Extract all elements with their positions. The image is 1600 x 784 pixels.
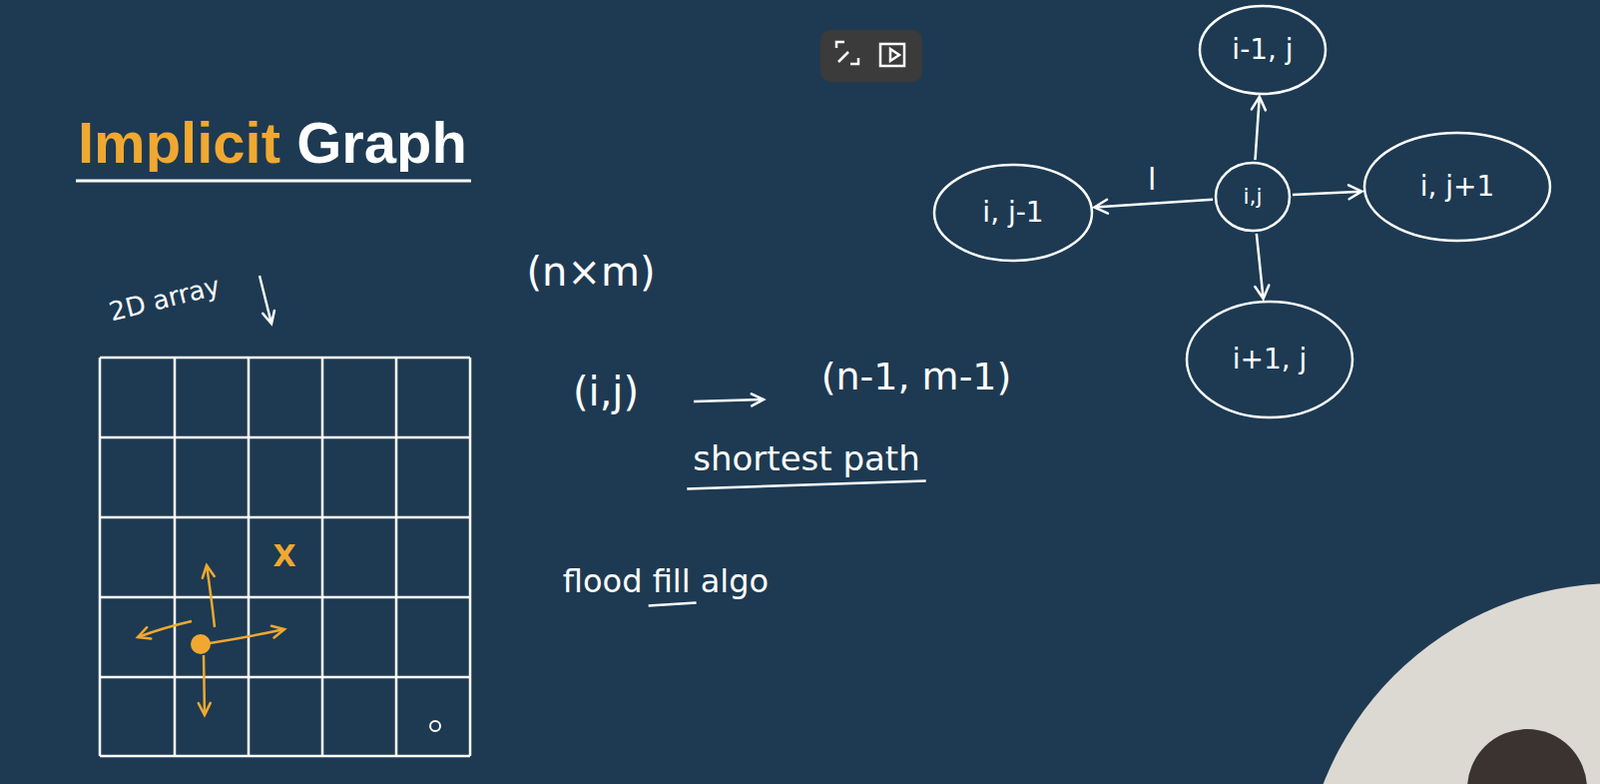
graph-node-ellipse: i+1, j [1184,299,1355,420]
graph-edge-arrow [1256,233,1264,299]
ellipse-shape [934,164,1092,261]
ellipse-shape [1186,301,1353,418]
current-cell-dot [190,633,211,654]
graph-edge-arrow [1094,199,1214,208]
move-arrow [209,628,285,643]
graph-edge-arrow [1292,191,1362,195]
arrow [693,399,764,402]
node-text-wrap: i-1, j [1231,33,1293,66]
down-arrow [259,275,272,324]
handwritten-note: shortest path [692,439,920,479]
underline [686,481,926,490]
node-text-wrap: i, j-1 [982,196,1044,229]
move-arrow [206,564,215,627]
node-label: i, j-1 [982,196,1044,229]
blocked-cell-mark: X [272,538,296,574]
webcam-figure [1467,728,1588,784]
coordinate-note: (n-1, m-1) [821,355,1013,400]
video-controls [820,29,923,82]
ellipse-shape [1215,162,1290,231]
node-text-wrap: i,j [1242,183,1262,209]
title-underline [75,179,472,183]
node-label: i-1, j [1231,33,1293,66]
handwritten-note: 2D array [106,271,224,328]
underline [648,602,697,606]
node-label: i, j+1 [1420,170,1496,203]
play-icon [880,43,905,66]
grid-lines [99,357,471,756]
ellipse-shape [1199,5,1326,94]
target-cell-dot [430,720,441,731]
node-label: i,j [1242,183,1262,209]
graph-node-ellipse: i-1, j [1197,3,1328,96]
graph-node-ellipse: i,j [1213,160,1292,233]
graph-node-ellipse: i, j-1 [932,162,1094,263]
move-arrow [203,654,205,715]
ellipse-shape [1364,132,1551,241]
graph-node-ellipse: i, j+1 [1362,130,1553,243]
coordinate-note: (i,j) [572,368,639,415]
node-text-wrap: i+1, j [1232,343,1308,376]
webcam-overlay [1301,582,1600,784]
graph-edge-arrow [1255,96,1260,160]
node-text-wrap: i, j+1 [1420,170,1496,203]
minimize-icon [836,41,859,64]
node-label: i+1, j [1232,343,1308,376]
dimension-note: (n×m) [526,248,655,295]
slide-title: Implicit Graph [77,113,468,172]
move-arrow [137,620,192,637]
edge-label: l [1144,162,1159,196]
handwritten-note: flood fill algo [562,562,769,600]
